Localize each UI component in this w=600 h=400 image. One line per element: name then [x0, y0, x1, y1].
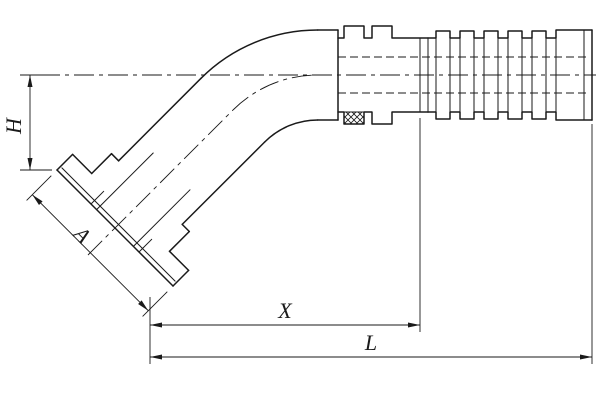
dimension-l-label: L — [364, 330, 377, 355]
x-arrow-right — [408, 322, 420, 328]
tube-edge-top — [117, 77, 202, 162]
tube-edge-bottom — [181, 141, 266, 226]
flange-head — [56, 152, 191, 287]
dimension-x: X — [149, 118, 421, 364]
a-extension-line-top — [26, 175, 52, 201]
flange-back-top — [71, 153, 93, 175]
serration-groove-lines — [435, 37, 557, 113]
bend-centerline-arc — [232, 74, 318, 111]
a-arrow-lower — [138, 300, 149, 311]
flange-face-line — [56, 169, 174, 287]
counterbore-line-upper — [90, 190, 105, 205]
serrated-tail — [427, 29, 593, 121]
dimension-x-label: X — [277, 298, 293, 323]
centerlines — [40, 74, 596, 256]
stem-top-profile — [337, 25, 429, 39]
flange-edge-bottom — [172, 269, 190, 287]
bore-line-upper — [96, 152, 154, 211]
flange-face-chamfer-line — [61, 167, 176, 282]
bore-line-lower — [132, 189, 191, 247]
x-arrow-left — [150, 322, 162, 328]
flange-edge-top — [56, 153, 74, 171]
a-extension-line-bottom — [142, 291, 168, 317]
h-arrow-bottom — [27, 158, 33, 170]
flange-back-bottom — [168, 250, 190, 272]
l-arrow-left — [150, 354, 162, 360]
dimension-h: H — [1, 74, 52, 171]
tube-bend — [117, 29, 339, 226]
collar-edge-top — [90, 152, 113, 175]
a-arrow-upper — [32, 194, 43, 205]
l-arrow-right — [580, 354, 592, 360]
dimension-l: L — [150, 124, 593, 364]
counterbore-line-lower — [138, 238, 153, 253]
a-dimension-line — [31, 194, 149, 312]
collar-step-top — [110, 152, 120, 162]
dimension-h-label: H — [1, 117, 26, 135]
bend-outer-arc — [200, 29, 319, 80]
hose-stem — [337, 25, 590, 125]
bend-inner-arc — [263, 119, 319, 143]
h-arrow-top — [27, 75, 33, 87]
collar-edge-bottom — [168, 230, 191, 253]
collar-step-bottom — [181, 223, 191, 233]
tail-bottom-profile — [427, 111, 593, 121]
tail-top-profile — [427, 29, 593, 39]
o-ring-section — [343, 111, 365, 125]
angled-centerline — [87, 109, 234, 256]
